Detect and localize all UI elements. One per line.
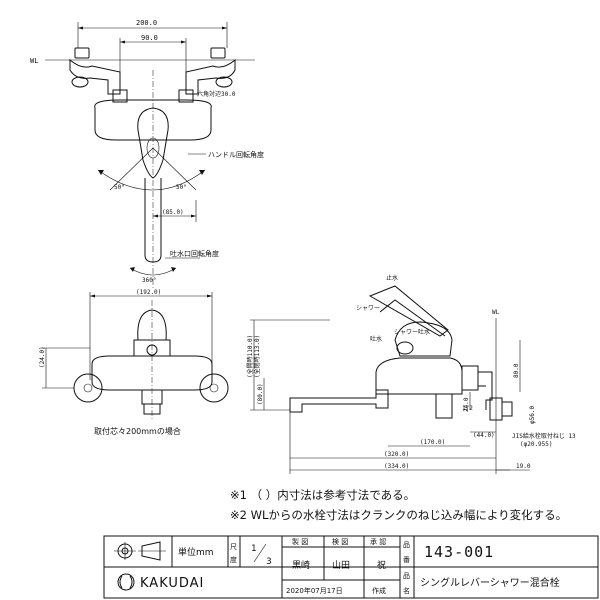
col-seizu: 製 図 bbox=[292, 537, 308, 546]
mount-label: 取付芯々200mmの場合 bbox=[94, 426, 181, 436]
dim-24-side: 24.0 bbox=[463, 397, 470, 412]
dim-19: 19.0 bbox=[516, 463, 531, 470]
dim-24-front: (24.0) bbox=[39, 346, 46, 368]
front-view: (192.0) (24.0) 取付芯々200mmの場合 bbox=[39, 289, 229, 436]
col-shounin: 承 認 bbox=[370, 537, 386, 546]
side-view: WL 止水 シャワー シャワー吐水 吐水 (全開時110.0) (全閉時113.… bbox=[246, 274, 576, 474]
scale-den: 3 bbox=[266, 557, 272, 567]
dim-max: (全開時110.0) bbox=[246, 335, 254, 378]
name-1: 黒崎 bbox=[292, 559, 310, 571]
dim-right-80: 80.0 bbox=[513, 363, 520, 378]
label-outlet: 吐水 bbox=[370, 335, 382, 343]
dim-closed: (全閉時113.0) bbox=[253, 335, 261, 378]
wl-label-side: WL bbox=[492, 309, 500, 316]
brand-name: KAKUDAI bbox=[140, 576, 204, 591]
hinban-label-2: 番 bbox=[403, 556, 410, 564]
date: 2020年07月17日 bbox=[286, 586, 343, 595]
jis-label: JIS給水栓取付ねじ 13 bbox=[512, 432, 576, 440]
dim-1-2: 1/2 bbox=[462, 405, 473, 412]
scale-label-2: 度 bbox=[230, 555, 237, 564]
hinban-label-1: 品 bbox=[403, 541, 410, 549]
dim-200: 200.0 bbox=[136, 19, 157, 27]
scale-label-1: 尺 bbox=[230, 543, 237, 551]
dim-334: (334.0) bbox=[384, 463, 409, 470]
projection-symbol-icon bbox=[114, 541, 166, 561]
dim-56: φ56.0 bbox=[529, 406, 536, 424]
dim-85: (85.0) bbox=[162, 209, 184, 216]
handle-rotation-label: ハンドル回転角度 bbox=[208, 150, 264, 159]
hinmei-label-1: 品 bbox=[403, 572, 410, 580]
name-2: 山田 bbox=[332, 560, 350, 571]
dim-44: (44.0) bbox=[473, 432, 495, 439]
label-shower: シャワー bbox=[356, 305, 380, 312]
product-name: シングルレバーシャワー混合栓 bbox=[420, 576, 560, 589]
kakudai-logo: KAKUDAI bbox=[117, 573, 204, 591]
hinmei-label-2: 名 bbox=[403, 586, 410, 595]
dim-90: 90.0 bbox=[141, 34, 158, 42]
spout-rotation-label: 吐水口回転角度 bbox=[170, 249, 219, 258]
dim-320: (320.0) bbox=[384, 451, 409, 458]
title-block: 単位mm 尺 度 1 3 製 図 検 図 承 認 黒崎 山田 祝 2020年07… bbox=[103, 535, 599, 599]
hex-label: 六角対辺30.0 bbox=[197, 90, 236, 98]
scale-num: 1 bbox=[251, 544, 257, 554]
angle-left: 50° bbox=[114, 184, 125, 191]
label-shower2: シャワー吐水 bbox=[394, 328, 430, 336]
top-view: 200.0 90.0 WL 六角対辺30.0 50° bbox=[30, 19, 264, 290]
note-2: ※2 WLからの水栓寸法はクランクのねじ込み幅により変化する。 bbox=[230, 508, 567, 522]
part-number: 143-001 bbox=[424, 543, 494, 561]
angle-right: 50° bbox=[176, 184, 187, 191]
dim-192: (192.0) bbox=[136, 289, 161, 296]
dim-80: (80.0) bbox=[257, 383, 264, 405]
date-suffix: 作成 bbox=[372, 586, 386, 595]
label-water: 止水 bbox=[386, 274, 398, 282]
note-1: ※1 （ ）内寸法は参考寸法である。 bbox=[230, 488, 415, 502]
unit-label: 単位mm bbox=[178, 546, 214, 558]
jis-dim: (φ20.955) bbox=[520, 441, 553, 448]
name-3: 祝 bbox=[377, 559, 386, 571]
col-kenzu: 検 図 bbox=[332, 537, 348, 546]
angle-360: 360° bbox=[142, 277, 156, 284]
dim-170: (170.0) bbox=[420, 439, 445, 446]
wl-label-top: WL bbox=[30, 57, 38, 65]
